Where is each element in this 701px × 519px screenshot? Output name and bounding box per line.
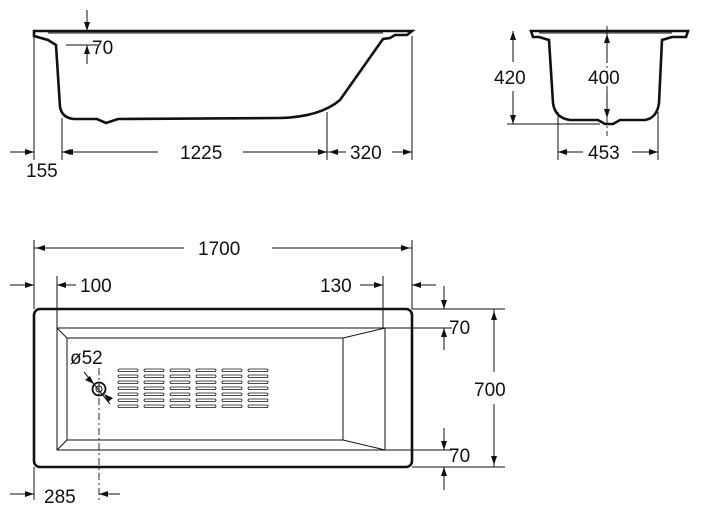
- anti-slip-slot: [143, 392, 165, 396]
- anti-slip-pattern: [117, 368, 269, 408]
- arrow-left: [99, 491, 108, 497]
- end-view-tub-outline: [529, 29, 690, 126]
- arrow-left: [57, 282, 66, 288]
- arrow-up: [441, 328, 447, 337]
- head-offset-label: 155: [26, 161, 58, 182]
- arrow-down: [441, 300, 447, 309]
- top-view: ø52 1700 100 130 70: [10, 239, 506, 508]
- anti-slip-slot: [143, 368, 165, 372]
- anti-slip-slot: [117, 404, 139, 408]
- anti-slip-slot: [169, 392, 191, 396]
- right-rim-label: 130: [320, 276, 352, 297]
- anti-slip-slot: [247, 380, 269, 384]
- anti-slip-slot: [221, 398, 243, 402]
- arrow-up: [510, 31, 516, 40]
- anti-slip-slot: [117, 380, 139, 384]
- arrow-right: [25, 149, 34, 155]
- arrow-down: [491, 456, 497, 465]
- anti-slip-slot: [169, 386, 191, 390]
- overall-width-label: 700: [474, 380, 506, 401]
- arrow-up: [441, 467, 447, 476]
- outer-height-label: 420: [494, 68, 526, 89]
- bottom-length-label: 1225: [180, 143, 222, 164]
- arrow-left: [558, 149, 567, 155]
- anti-slip-slot: [143, 374, 165, 378]
- arrow-left: [64, 149, 73, 155]
- rim-height-label: 70: [92, 38, 113, 59]
- anti-slip-slot: [169, 380, 191, 384]
- anti-slip-slot: [195, 368, 217, 372]
- arrow-right: [401, 245, 410, 251]
- anti-slip-slot: [117, 368, 139, 372]
- anti-slip-slot: [221, 392, 243, 396]
- arrow-right: [374, 282, 383, 288]
- arrow-up: [491, 311, 497, 320]
- left-rim-label: 100: [80, 276, 112, 297]
- end-view: 420 400 453: [494, 26, 690, 164]
- arrow-left: [412, 282, 421, 288]
- anti-slip-slot: [247, 374, 269, 378]
- top-view-basin-edge: [342, 327, 386, 339]
- arrow-down: [604, 109, 610, 118]
- anti-slip-slot: [117, 392, 139, 396]
- top-view-basin-floor: [66, 337, 344, 441]
- anti-slip-slot: [143, 386, 165, 390]
- drain-diameter-label: ø52: [70, 348, 103, 369]
- top-view-basin-edge: [342, 439, 386, 451]
- arrow-right: [25, 282, 34, 288]
- anti-slip-slot: [221, 404, 243, 408]
- arrow-right: [403, 149, 412, 155]
- anti-slip-slot: [247, 398, 269, 402]
- arrow-down: [84, 22, 90, 31]
- anti-slip-slot: [247, 392, 269, 396]
- side-view-tub-outline: [32, 29, 416, 125]
- inner-depth-label: 400: [588, 68, 620, 89]
- top-view-basin-edge: [56, 439, 68, 451]
- anti-slip-slot: [221, 386, 243, 390]
- anti-slip-slot: [117, 398, 139, 402]
- anti-slip-slot: [169, 368, 191, 372]
- arrow-up: [604, 34, 610, 43]
- anti-slip-slot: [195, 398, 217, 402]
- side-view: 70 155 1225 320: [10, 10, 416, 182]
- top-view-basin-edge: [56, 327, 68, 339]
- arrow-down-right: [85, 376, 94, 384]
- arrow-up-left: [104, 394, 113, 402]
- top-view-tub-outline: [32, 307, 414, 469]
- arrow-left: [329, 149, 338, 155]
- anti-slip-slot: [169, 374, 191, 378]
- anti-slip-slot: [117, 374, 139, 378]
- anti-slip-slot: [221, 380, 243, 384]
- anti-slip-slot: [143, 380, 165, 384]
- top-rim-label: 70: [449, 318, 470, 339]
- drain-offset-label: 285: [44, 487, 76, 508]
- bottom-width-label: 453: [588, 143, 620, 164]
- anti-slip-slot: [195, 392, 217, 396]
- arrow-down: [441, 441, 447, 450]
- bottom-rim-label: 70: [449, 446, 470, 467]
- arrow-up: [84, 45, 90, 54]
- arrow-right: [649, 149, 658, 155]
- anti-slip-slot: [221, 374, 243, 378]
- anti-slip-slot: [221, 368, 243, 372]
- arrow-right: [25, 491, 34, 497]
- arrow-left: [36, 245, 45, 251]
- anti-slip-slot: [169, 404, 191, 408]
- arrow-down: [510, 115, 516, 124]
- anti-slip-slot: [195, 404, 217, 408]
- anti-slip-slot: [143, 404, 165, 408]
- slope-length-label: 320: [350, 143, 382, 164]
- anti-slip-slot: [247, 404, 269, 408]
- anti-slip-slot: [195, 380, 217, 384]
- arrow-right: [318, 149, 327, 155]
- anti-slip-slot: [247, 368, 269, 372]
- overall-length-label: 1700: [198, 239, 240, 260]
- anti-slip-slot: [195, 386, 217, 390]
- anti-slip-slot: [195, 374, 217, 378]
- anti-slip-slot: [117, 386, 139, 390]
- anti-slip-slot: [169, 398, 191, 402]
- anti-slip-slot: [143, 398, 165, 402]
- anti-slip-slot: [247, 386, 269, 390]
